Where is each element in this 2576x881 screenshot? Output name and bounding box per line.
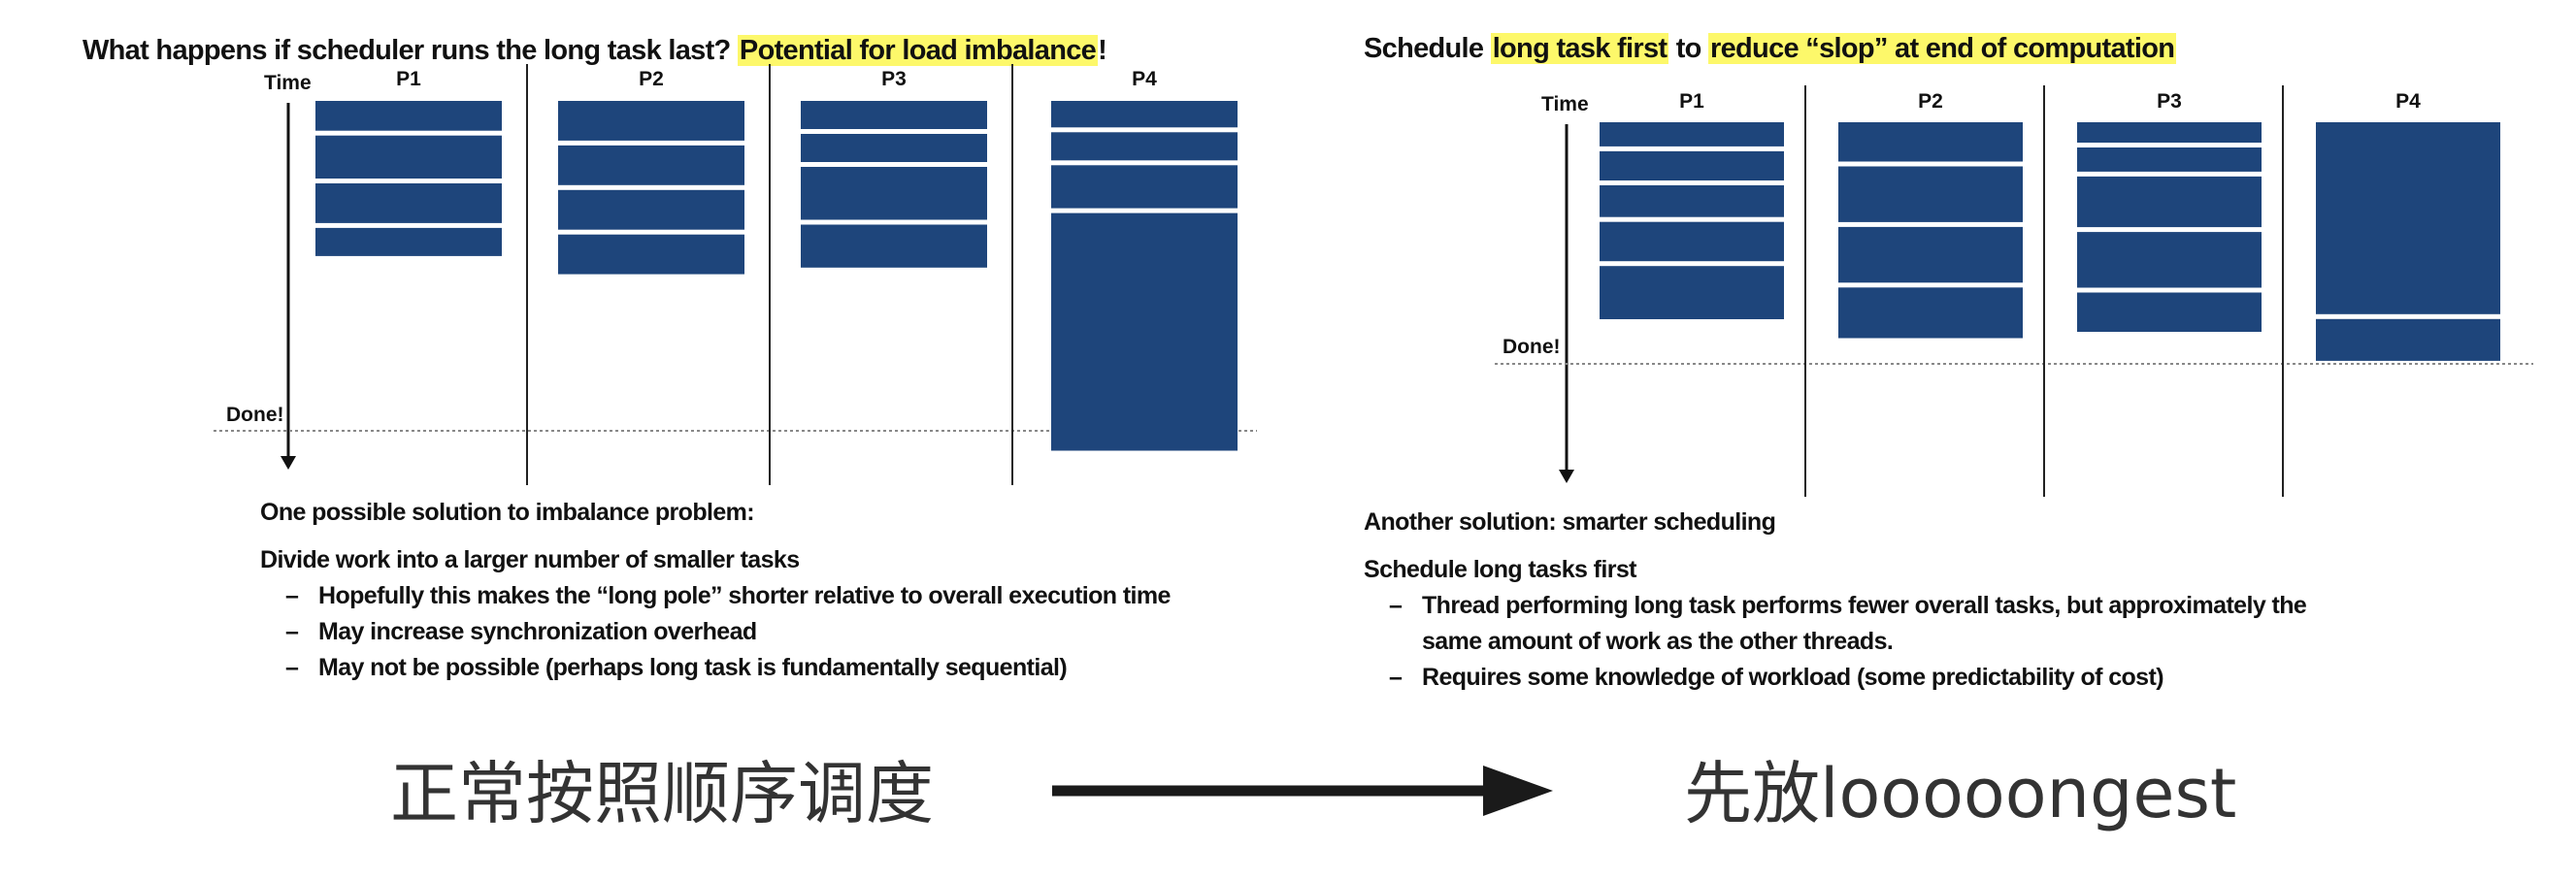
right-title: Schedule long task first to reduce “slop…: [1364, 29, 2177, 68]
task-block: [2077, 122, 2262, 143]
task-block: [1600, 122, 1784, 147]
task-block: [1600, 266, 1784, 319]
processor-lanes: P1 P2 P3 P4: [315, 68, 1238, 451]
task-block: [2077, 292, 2262, 332]
left-notes-intro: One possible solution to imbalance probl…: [260, 499, 755, 526]
title-highlight: long task first: [1490, 33, 1669, 64]
task-block: [1600, 150, 1784, 180]
task-block: [315, 101, 502, 131]
task-block: [1838, 287, 2023, 339]
right-bullet-item: Requires some knowledge of workload (som…: [1364, 660, 2334, 696]
title-text: to: [1668, 33, 1709, 64]
task-block: [1600, 185, 1784, 217]
processor-label: P1: [1679, 90, 1704, 113]
task-block: [1051, 132, 1238, 161]
left-panel: What happens if scheduler runs the long …: [0, 0, 1291, 881]
transition-arrow-head: [1483, 766, 1553, 816]
right-notes-intro: Another solution: smarter scheduling: [1364, 508, 1776, 536]
task-block: [558, 234, 744, 275]
left-title: What happens if scheduler runs the long …: [83, 31, 1107, 70]
task-block: [2316, 318, 2500, 361]
task-block: [315, 227, 502, 256]
task-block: [2077, 147, 2262, 172]
task-block: [1051, 165, 1238, 209]
left-caption: 正常按照顺序调度: [390, 754, 934, 833]
task-block: [1051, 212, 1238, 451]
processor-label: P3: [2157, 90, 2182, 113]
left-bullet-item: Hopefully this makes the “long pole” sho…: [260, 578, 1289, 614]
processor-label: P4: [1132, 68, 1157, 90]
right-notes: Another solution: smarter scheduling Sch…: [1364, 505, 2334, 696]
task-block: [558, 189, 744, 230]
task-block: [801, 224, 987, 268]
task-block: [801, 167, 987, 220]
task-block: [2316, 122, 2500, 314]
title-text: What happens if scheduler runs the long …: [83, 35, 731, 66]
task-block: [558, 145, 744, 185]
processor-label: P2: [639, 68, 664, 90]
left-schedule-diagram: Time Done! P1 P2 P3 P4: [214, 64, 1257, 485]
task-block: [558, 101, 744, 141]
left-bullet-item: May increase synchronization overhead: [260, 614, 1289, 650]
time-axis-label: Time: [1541, 93, 1589, 115]
task-block: [1838, 122, 2023, 162]
right-notes-bullets: Thread performing long task performs few…: [1364, 588, 2334, 696]
task-block: [1051, 101, 1238, 128]
right-caption: 先放looooongest: [1684, 754, 2237, 833]
time-axis-arrowhead: [1559, 470, 1574, 483]
time-axis-arrowhead: [281, 456, 296, 470]
title-text: !: [1098, 35, 1107, 66]
transition-arrow: [1052, 766, 1553, 816]
task-block: [2077, 176, 2262, 228]
task-block: [1838, 226, 2023, 283]
left-notes-subhead: Divide work into a larger number of smal…: [260, 546, 800, 573]
processor-lanes: P1 P2 P3 P4: [1600, 90, 2500, 361]
task-block: [801, 134, 987, 162]
right-bullet-item: Thread performing long task performs few…: [1364, 588, 2334, 660]
right-notes-subhead: Schedule long tasks first: [1364, 556, 1637, 583]
done-label: Done!: [226, 404, 284, 426]
left-notes-bullets: Hopefully this makes the “long pole” sho…: [260, 578, 1289, 686]
title-text: Schedule: [1364, 33, 1491, 64]
processor-label: P1: [396, 68, 421, 90]
done-label: Done!: [1503, 336, 1561, 358]
processor-label: P4: [2395, 90, 2421, 113]
lane-dividers: [526, 64, 1013, 485]
processor-label: P2: [1918, 90, 1943, 113]
processor-label: P3: [881, 68, 907, 90]
right-schedule-diagram: Time Done! P1 P2 P3 P4: [1495, 85, 2533, 497]
task-block: [1600, 221, 1784, 262]
lane-dividers: [1804, 85, 2284, 497]
task-block: [2077, 232, 2262, 288]
title-highlight: Potential for load imbalance: [737, 35, 1099, 66]
left-notes: One possible solution to imbalance probl…: [260, 495, 1289, 686]
task-block: [1838, 166, 2023, 222]
left-bullet-item: May not be possible (perhaps long task i…: [260, 650, 1289, 686]
time-axis-label: Time: [264, 72, 312, 94]
task-block: [801, 101, 987, 129]
task-block: [315, 135, 502, 179]
right-panel: Schedule long task first to reduce “slop…: [1349, 0, 2576, 881]
task-block: [315, 183, 502, 223]
title-highlight: reduce “slop” at end of computation: [1708, 33, 2177, 64]
